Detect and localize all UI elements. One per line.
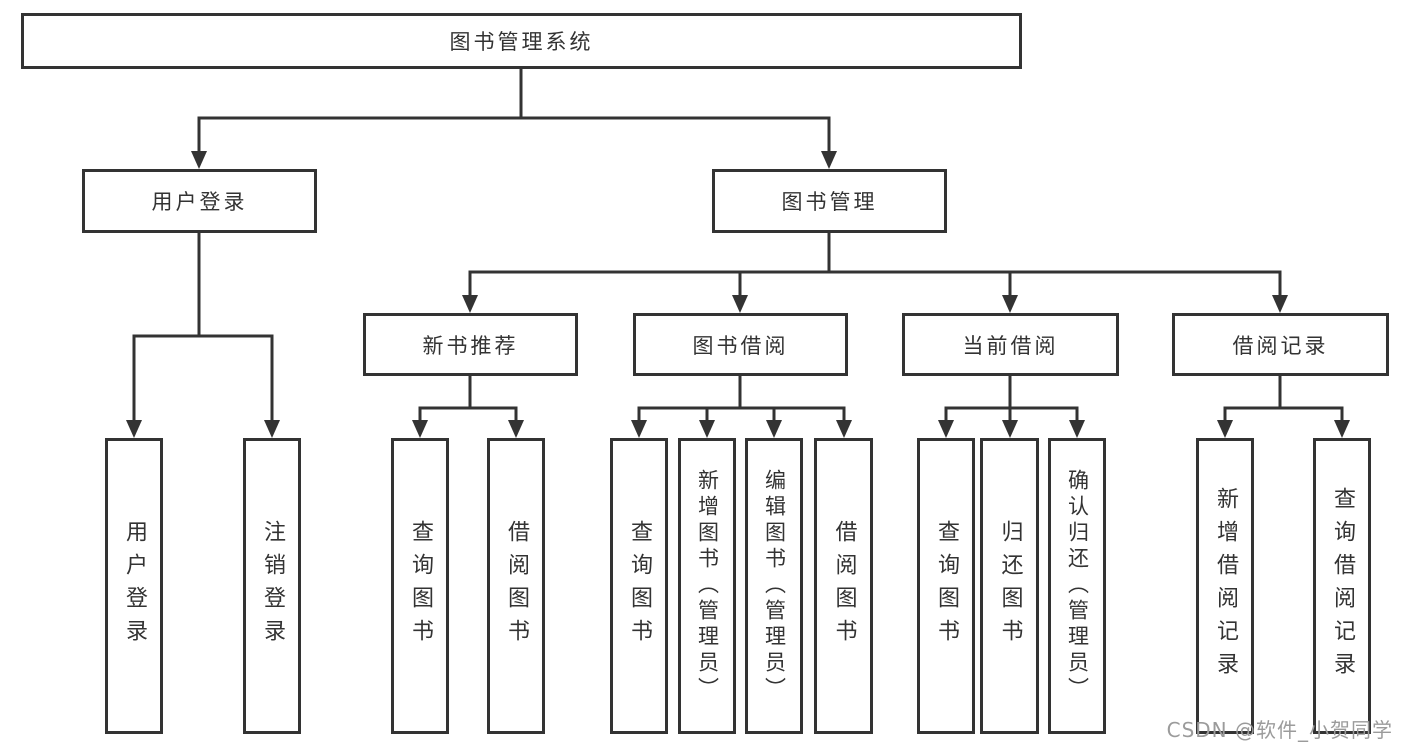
leaf-records-query-record-label: 查询借阅记录 xyxy=(1330,487,1355,685)
node-book-management: 图书管理 xyxy=(712,169,947,233)
leaf-records-add-record: 新增借阅记录 xyxy=(1196,438,1254,734)
leaf-borrow-query-book: 查询图书 xyxy=(610,438,668,734)
leaf-current-query-book: 查询图书 xyxy=(917,438,975,734)
leaf-recommend-borrow-book: 借阅图书 xyxy=(487,438,545,734)
leaf-logout-label: 注销登录 xyxy=(260,520,285,652)
leaf-borrow-borrow-book-label: 借阅图书 xyxy=(831,520,857,652)
node-root-label: 图书管理系统 xyxy=(449,30,594,54)
leaf-current-query-book-label: 查询图书 xyxy=(934,520,959,652)
leaf-borrow-edit-book: 编辑图书（管理员） xyxy=(745,438,803,734)
leaf-borrow-add-book: 新增图书（管理员） xyxy=(678,438,736,734)
leaf-borrow-borrow-book: 借阅图书 xyxy=(814,438,873,734)
node-user-login: 用户登录 xyxy=(82,169,317,233)
leaf-user-login-label: 用户登录 xyxy=(122,520,147,652)
leaf-borrow-add-book-label: 新增图书（管理员） xyxy=(695,469,720,703)
leaf-user-login: 用户登录 xyxy=(105,438,163,734)
node-current-borrow-label: 当前借阅 xyxy=(962,333,1059,358)
node-borrow-records-label: 借阅记录 xyxy=(1232,333,1329,358)
leaf-current-confirm-return: 确认归还（管理员） xyxy=(1048,438,1106,734)
arrowheads xyxy=(126,151,1350,438)
node-new-book-recommend-label: 新书推荐 xyxy=(422,333,519,358)
node-book-management-label: 图书管理 xyxy=(781,190,878,214)
node-book-borrow-label: 图书借阅 xyxy=(692,333,789,358)
leaf-recommend-query-book-label: 查询图书 xyxy=(408,520,433,652)
leaf-recommend-borrow-book-label: 借阅图书 xyxy=(504,520,529,652)
leaf-current-confirm-return-label: 确认归还（管理员） xyxy=(1065,469,1090,703)
leaf-borrow-query-book-label: 查询图书 xyxy=(627,520,652,652)
node-book-borrow: 图书借阅 xyxy=(633,313,848,376)
csdn-watermark: CSDN @软件_小贺同学 xyxy=(1166,718,1393,742)
node-new-book-recommend: 新书推荐 xyxy=(363,313,578,376)
node-current-borrow: 当前借阅 xyxy=(902,313,1119,376)
leaf-logout: 注销登录 xyxy=(243,438,301,734)
leaf-records-query-record: 查询借阅记录 xyxy=(1313,438,1371,734)
leaf-current-return-book-label: 归还图书 xyxy=(997,520,1023,652)
leaf-borrow-edit-book-label: 编辑图书（管理员） xyxy=(762,469,787,703)
leaf-current-return-book: 归还图书 xyxy=(980,438,1039,734)
leaf-records-add-record-label: 新增借阅记录 xyxy=(1213,487,1238,685)
node-root: 图书管理系统 xyxy=(21,13,1022,69)
leaf-recommend-query-book: 查询图书 xyxy=(391,438,449,734)
node-user-login-label: 用户登录 xyxy=(151,190,248,214)
node-borrow-records: 借阅记录 xyxy=(1172,313,1389,376)
